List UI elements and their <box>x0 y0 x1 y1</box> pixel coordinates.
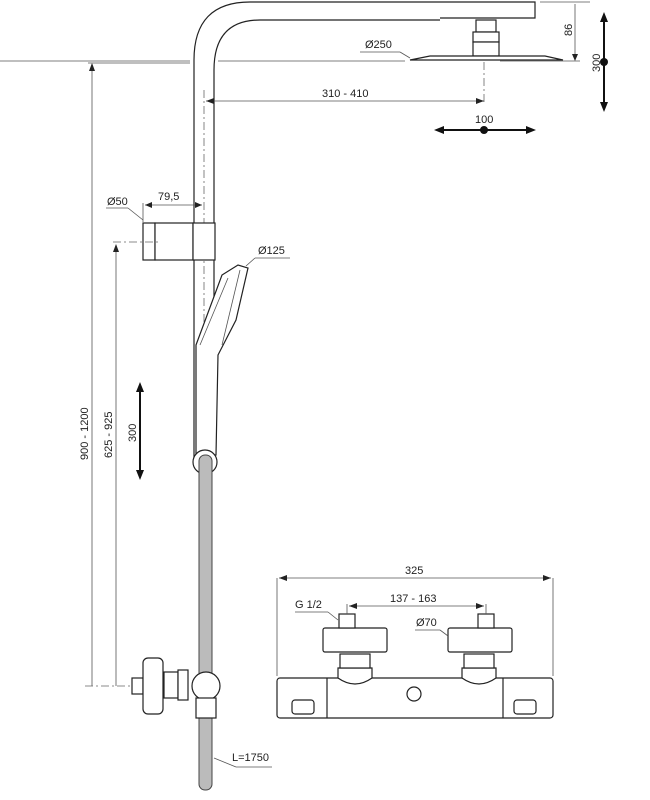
dim-overhead-height: 86 <box>540 1 590 61</box>
label-hand-shower-diameter: Ø125 <box>258 245 285 257</box>
label-arm-reach: 310 - 410 <box>322 88 368 100</box>
label-slider-range: 300 <box>127 424 139 442</box>
label-hose-length: L=1750 <box>232 752 269 764</box>
dim-arm-adjust: 100 <box>434 114 536 134</box>
label-bracket-height: 625 - 925 <box>103 412 115 458</box>
dim-hose-length: L=1750 <box>213 752 272 768</box>
dim-slider-range: 300 <box>127 382 144 480</box>
riser-pipe <box>193 1 536 460</box>
label-overhead-adjust: 300 <box>591 54 603 72</box>
label-wall-bracket-offset: 79,5 <box>158 191 179 203</box>
label-escutcheon-diameter: Ø70 <box>416 617 437 629</box>
label-connection-spacing: 137 - 163 <box>390 593 436 605</box>
dim-connection-thread: G 1/2 <box>295 599 339 621</box>
mixer-side-view <box>85 657 221 719</box>
label-arm-adjust: 100 <box>475 114 493 126</box>
label-wall-bracket-diameter: Ø50 <box>107 196 128 208</box>
label-mixer-width: 325 <box>405 565 423 577</box>
label-overhead-diameter: Ø250 <box>365 39 392 51</box>
dim-total-height: 900 - 1200 <box>79 62 190 686</box>
dim-arm-reach: 310 - 410 <box>206 88 484 104</box>
hand-shower <box>192 264 249 475</box>
wall-bracket <box>113 222 216 261</box>
label-overhead-height: 86 <box>563 24 575 36</box>
dim-wall-bracket: Ø50 79,5 <box>106 191 202 222</box>
dim-escutcheon-diameter: Ø70 <box>415 617 449 637</box>
label-total-height: 900 - 1200 <box>79 407 91 460</box>
dim-connection-spacing: 137 - 163 <box>346 593 487 614</box>
dim-hand-shower: Ø125 <box>245 245 290 267</box>
mixer-front-view <box>276 613 554 719</box>
shower-hose <box>198 454 213 791</box>
dim-mixer-width: 325 <box>276 565 554 676</box>
label-connection-thread: G 1/2 <box>295 599 322 611</box>
dim-overhead-adjust: 300 <box>591 12 608 112</box>
overhead-shower <box>409 19 580 105</box>
dim-bracket-height: 625 - 925 <box>103 244 119 686</box>
dim-overhead-diameter: Ø250 <box>0 39 411 62</box>
